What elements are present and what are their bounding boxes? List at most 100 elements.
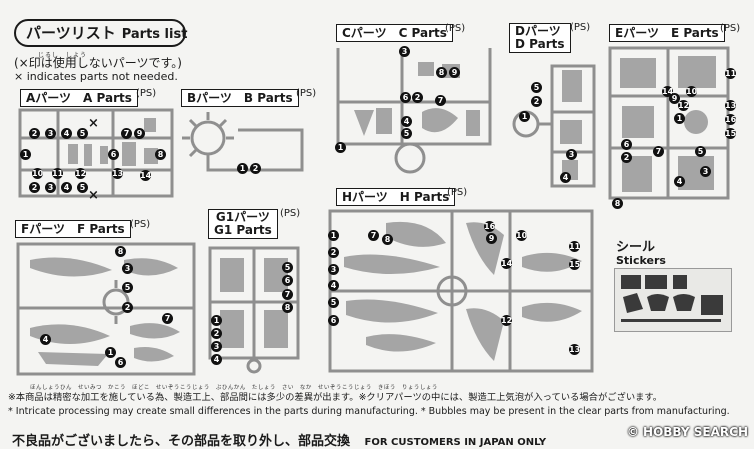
note-en: × indicates parts not needed. <box>14 70 178 83</box>
b-part-number: 1 <box>237 163 248 174</box>
a-part-number: 11 <box>52 168 64 179</box>
a-not-needed-mark: × <box>88 188 99 203</box>
e-part-number: 11 <box>725 68 737 79</box>
g1-part-number: 1 <box>211 315 222 326</box>
a-part-number: 1 <box>20 149 31 160</box>
e-part-number: 8 <box>612 198 623 209</box>
c-part-number: 3 <box>399 46 410 57</box>
g1-parts-label: G1パーツ G1 Parts <box>208 209 278 239</box>
a-part-number: 7 <box>121 128 132 139</box>
d-parts-ps: (PS) <box>570 22 591 33</box>
e-part-number: 13 <box>725 100 737 111</box>
a-part-number: 14 <box>140 170 152 181</box>
c-part-number: 7 <box>435 95 446 106</box>
d-part-number: 2 <box>531 96 542 107</box>
c-part-number: 8 <box>436 67 447 78</box>
f-part-number: 3 <box>122 263 133 274</box>
e-part-number: 14 <box>662 86 674 97</box>
f-parts-label: Fパーツ F Parts <box>15 220 131 238</box>
g1-part-number: 4 <box>211 354 222 365</box>
h-part-number: 15 <box>569 259 581 270</box>
a-part-number: 13 <box>112 168 124 179</box>
d-part-number: 3 <box>566 149 577 160</box>
h-part-number: 7 <box>368 230 379 241</box>
c-part-number: 6 <box>400 92 411 103</box>
h-part-number: 10 <box>516 230 528 241</box>
h-parts-label: Hパーツ H Parts <box>336 188 456 206</box>
e-part-number: 16 <box>725 114 737 125</box>
g1-part-number: 6 <box>282 275 293 286</box>
c-part-number: 1 <box>335 142 346 153</box>
a-part-number: 3 <box>45 128 56 139</box>
f-parts-runner <box>16 242 196 376</box>
h-part-number: 8 <box>382 234 393 245</box>
footer-ruby: ほんしょうひん せいみつ かこう ほどこ せいぞうこうじょう ぶひんかん たしょ… <box>30 385 438 391</box>
d-parts-runner <box>512 64 596 188</box>
e-part-number: 10 <box>686 86 698 97</box>
e-part-number: 4 <box>674 176 685 187</box>
h-part-number: 11 <box>569 241 581 252</box>
a-part-number: 4 <box>61 182 72 193</box>
a-part-number: 3 <box>45 182 56 193</box>
c-parts-runner <box>336 48 492 174</box>
a-part-number: 10 <box>32 168 44 179</box>
bottom-line: 不良品がございましたら、その部品を取り外し、部品交換 FOR CUSTOMERS… <box>12 430 546 449</box>
title-jp: パーツリスト <box>26 24 116 42</box>
h-part-number: 1 <box>328 230 339 241</box>
e-part-number: 7 <box>653 146 664 157</box>
a-part-number: 2 <box>29 182 40 193</box>
footer-note-jp: ※本商品は精密な加工を施している為、製造工上、部品間には多少の差異が出ます。※ク… <box>8 392 663 403</box>
bottom-en: FOR CUSTOMERS IN JAPAN ONLY <box>364 437 547 448</box>
f-part-number: 4 <box>40 334 51 345</box>
f-parts-ps: (PS) <box>130 219 151 230</box>
c-part-number: 5 <box>401 128 412 139</box>
h-part-number: 12 <box>501 315 513 326</box>
g1-part-number: 2 <box>211 328 222 339</box>
c-parts-ps: (PS) <box>445 23 466 34</box>
h-parts-runner <box>328 209 594 373</box>
d-label-jp: Dパーツ <box>515 24 561 38</box>
note-jp: (×印は使用しないパーツです。) <box>14 56 182 70</box>
a-part-number: 5 <box>77 182 88 193</box>
f-part-number: 7 <box>162 313 173 324</box>
b-parts-runner <box>182 112 304 172</box>
h-part-number: 14 <box>501 258 513 269</box>
d-part-number: 1 <box>519 111 530 122</box>
a-part-number: 12 <box>75 168 87 179</box>
hobby-search-watermark: © HOBBY SEARCH <box>626 425 748 439</box>
f-part-number: 1 <box>105 347 116 358</box>
h-part-number: 9 <box>486 233 497 244</box>
g1-part-number: 7 <box>282 289 293 300</box>
e-part-number: 12 <box>678 100 690 111</box>
h-part-number: 13 <box>569 344 581 355</box>
g1-label-jp: G1パーツ <box>215 210 270 224</box>
a-part-number: 8 <box>155 149 166 160</box>
d-part-number: 4 <box>560 172 571 183</box>
c-part-number: 9 <box>449 67 460 78</box>
a-part-number: 6 <box>108 149 119 160</box>
c-part-number: 2 <box>412 92 423 103</box>
title-en: Parts list <box>121 27 188 42</box>
h-part-number: 6 <box>328 315 339 326</box>
h-part-number: 5 <box>328 297 339 308</box>
e-parts-label: Eパーツ E Parts <box>609 24 725 42</box>
g1-parts-runner <box>208 246 300 374</box>
e-part-number: 15 <box>725 128 737 139</box>
a-part-number: 4 <box>61 128 72 139</box>
c-part-number: 4 <box>401 116 412 127</box>
parts-list-title: パーツリスト Parts list <box>14 19 188 47</box>
g1-parts-ps: (PS) <box>280 208 301 219</box>
g1-part-number: 5 <box>282 262 293 273</box>
e-part-number: 6 <box>621 139 632 150</box>
a-parts-ps: (PS) <box>136 88 157 99</box>
a-not-needed-mark: × <box>88 116 99 131</box>
d-label-en: D Parts <box>515 37 565 51</box>
d-part-number: 5 <box>531 82 542 93</box>
a-part-number: 5 <box>77 128 88 139</box>
b-parts-ps: (PS) <box>296 88 317 99</box>
sticker-sheet-graphic <box>621 275 723 322</box>
c-parts-label: Cパーツ C Parts <box>336 24 453 42</box>
h-part-number: 3 <box>328 264 339 275</box>
g1-label-en: G1 Parts <box>214 223 272 237</box>
bottom-jp: 不良品がございましたら、その部品を取り外し、部品交換 <box>12 434 351 449</box>
